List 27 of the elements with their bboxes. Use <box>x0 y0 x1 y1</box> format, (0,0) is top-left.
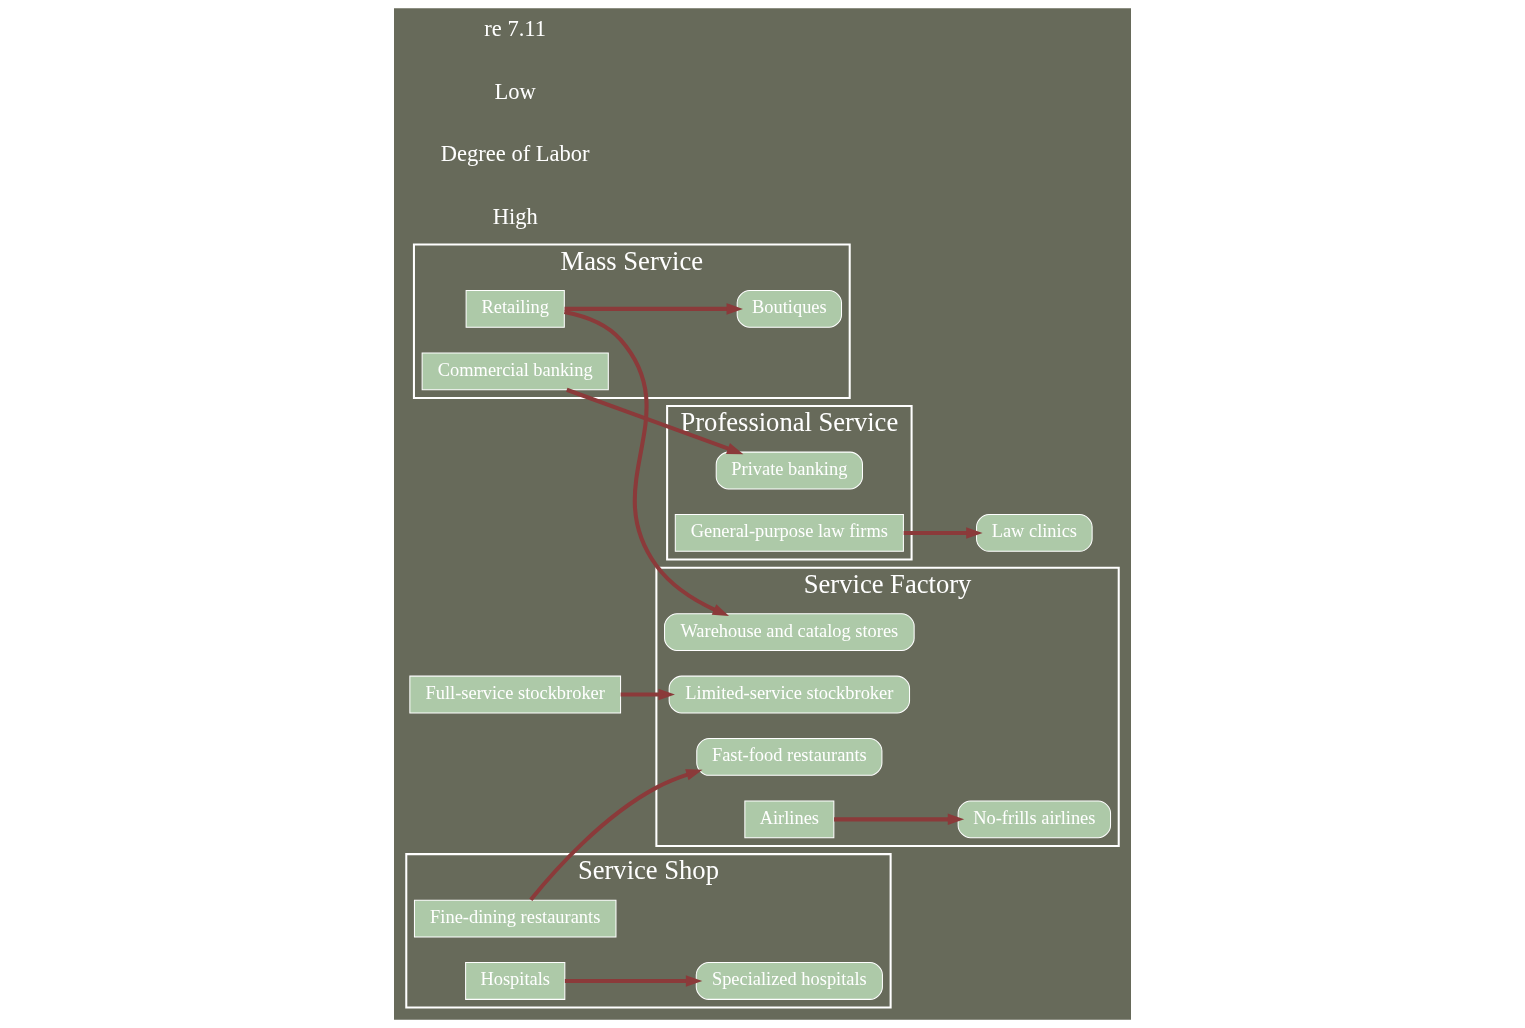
label: High <box>492 203 538 229</box>
node-box: Retailing <box>465 290 565 328</box>
node-box: Hospitals <box>465 962 566 1000</box>
node-box: Law clinics <box>976 514 1093 552</box>
arrow <box>903 527 983 539</box>
label: re 7.11 <box>484 16 547 42</box>
arrow <box>834 813 965 826</box>
node-box: Warehouse and catalog stores <box>664 613 915 652</box>
arrow <box>620 688 675 701</box>
node-box: Boutiques <box>736 290 843 328</box>
node-box: Fine-dining restaurants <box>413 899 617 938</box>
arrow <box>566 387 744 455</box>
node-box: Limited-service stockbroker <box>668 675 911 714</box>
node-box: Fast-food restaurants <box>696 738 883 776</box>
node-box: Full-service stockbroker <box>409 675 622 714</box>
node-box: Commercial banking <box>421 352 609 391</box>
node-box: Specialized hospitals <box>695 962 883 1000</box>
node-box: General-purpose law firms <box>674 514 904 552</box>
node-box: Private banking <box>715 451 863 490</box>
node-box: No-frills airlines <box>957 800 1112 839</box>
arrow <box>564 303 743 315</box>
node-box: Airlines <box>744 800 835 839</box>
arrow <box>529 769 703 901</box>
label: Degree of Labor <box>440 141 590 167</box>
label: Low <box>494 78 536 104</box>
arrow <box>563 309 730 617</box>
arrow <box>564 975 703 987</box>
